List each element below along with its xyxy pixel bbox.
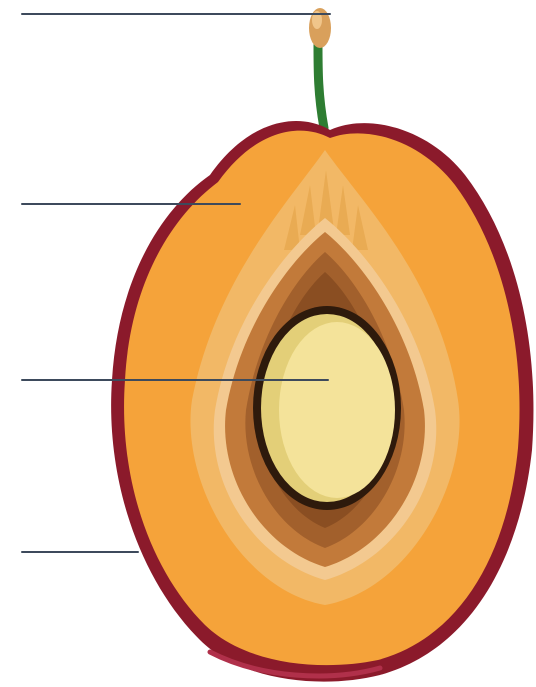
seed-body: [279, 322, 395, 498]
stalk: [309, 8, 331, 128]
stalk-stem: [318, 45, 324, 128]
